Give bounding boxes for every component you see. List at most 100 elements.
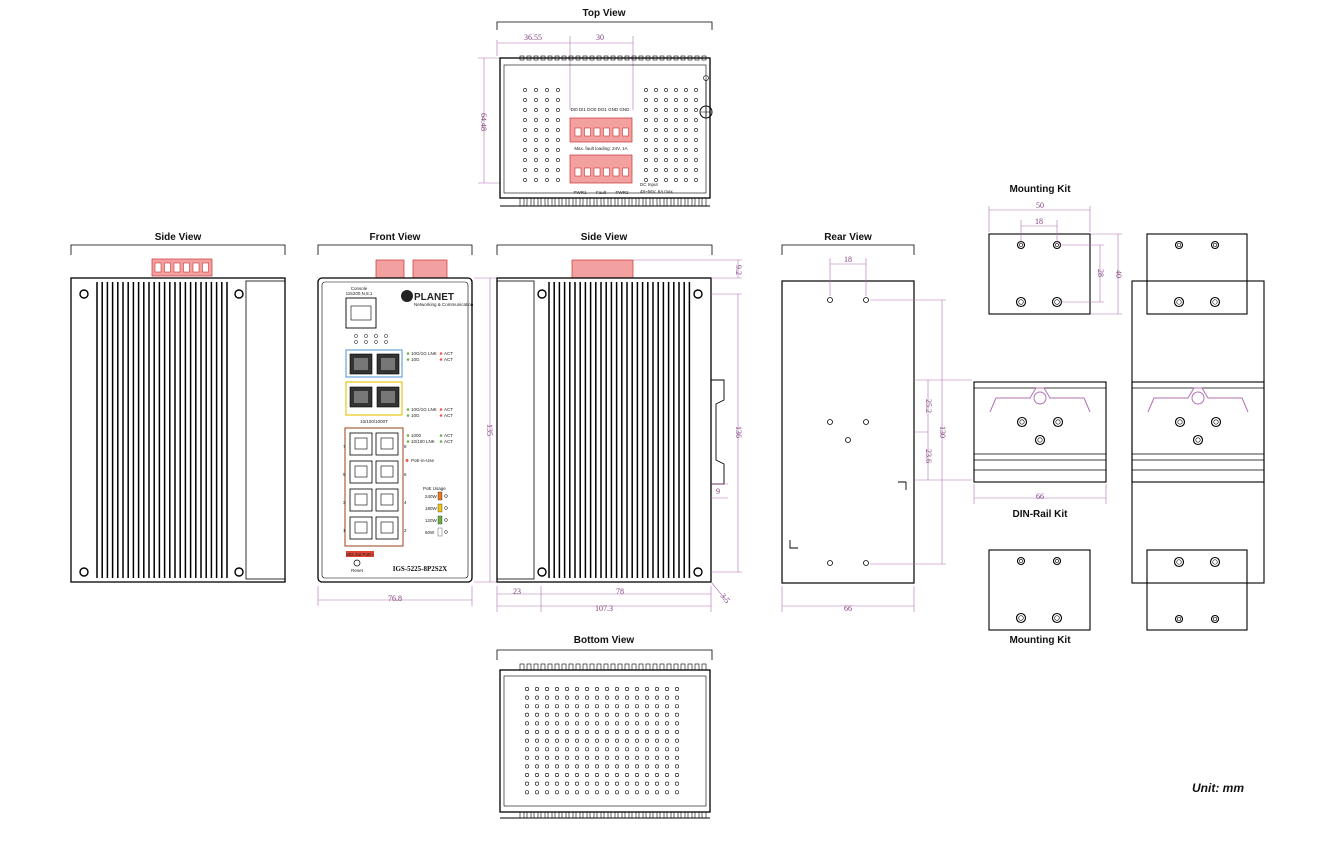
- dim-rear-c: 25.2: [924, 399, 933, 413]
- dim-kit-h2: 40: [1114, 270, 1123, 278]
- top-vent-holes-right: [644, 88, 698, 182]
- dim-rear-d: 23.6: [924, 449, 933, 463]
- svg-text:2: 2: [404, 528, 407, 533]
- side-view-left: Side View: [70, 232, 286, 583]
- svg-text:ACT: ACT: [444, 413, 453, 418]
- terminal-pin-labels: DI0 DI1 DO0 DO1 GND GND: [571, 107, 631, 112]
- sfp-ports-top: [345, 349, 403, 378]
- svg-text:ACT: ACT: [444, 433, 453, 438]
- din-clip-profile: [711, 379, 725, 485]
- brand-sub: Networking & Communication: [414, 302, 474, 307]
- terminal-max-loading: Max. fault loading: 24V, 1A: [574, 146, 627, 151]
- dim-top-b: 30: [596, 33, 604, 42]
- rear-view-title: Rear View: [824, 232, 872, 243]
- poe-badge: [346, 551, 374, 557]
- top-vent-holes-left: [523, 88, 560, 182]
- svg-text:1: 1: [343, 528, 346, 533]
- dim-din-w: 66: [1036, 492, 1044, 501]
- mounting-kit-top: Mounting Kit 50 18 28 40: [988, 184, 1123, 315]
- dim-top-a: 36.55: [524, 33, 542, 42]
- dim-side-c: 107.3: [595, 604, 613, 613]
- svg-text:1000: 1000: [411, 433, 422, 438]
- terminal-power-slots: [574, 167, 629, 177]
- dim-rear-b: 66: [844, 604, 852, 613]
- reset-button: [353, 559, 361, 567]
- svg-text:10/100 LNK: 10/100 LNK: [411, 439, 435, 444]
- dim-front-w: 76.8: [388, 594, 402, 603]
- console-label: Console: [351, 286, 368, 291]
- dim-rear-a: 18: [844, 255, 852, 264]
- bottom-vent-holes: [524, 686, 679, 795]
- rj45-ports: 7 5 3 1 8 6 4 2: [343, 432, 407, 540]
- svg-text:10G: 10G: [411, 357, 420, 362]
- dim-side-r: 9: [716, 487, 720, 496]
- dim-kit-w: 50: [1036, 201, 1044, 210]
- planet-logo-icon: [401, 290, 413, 302]
- status-leds: [354, 334, 388, 344]
- svg-text:8: 8: [404, 444, 407, 449]
- brand-logo: PLANET: [414, 292, 454, 303]
- terminal-pwr1: PWR1: [573, 190, 586, 195]
- terminal-io-slots: [574, 127, 629, 137]
- dim-kit-a: 18: [1035, 217, 1043, 226]
- assembled-mounting: [1131, 233, 1265, 631]
- console-port: [345, 297, 377, 329]
- rear-mount-holes: [827, 297, 869, 566]
- svg-text:ACT: ACT: [444, 407, 453, 412]
- svg-text:6: 6: [404, 472, 407, 477]
- model-name: IGS-5225-8P2S2X: [393, 565, 447, 573]
- svg-text:7: 7: [343, 444, 346, 449]
- reset-label: Reset: [351, 568, 364, 573]
- svg-text:3: 3: [343, 500, 346, 505]
- dim-rear-h: 130: [938, 426, 947, 438]
- side-right-fins: [548, 282, 691, 578]
- sfp-ports-bottom: [345, 381, 403, 416]
- top-view: Top View 36.55 30 64.48 DI0 DI1 DO0 DO1 …: [478, 8, 713, 207]
- svg-text:ACT: ACT: [444, 357, 453, 362]
- side-left-fins: [96, 282, 228, 578]
- svg-text:10G/1G LNK: 10G/1G LNK: [411, 407, 437, 412]
- poe-badge-text: 802.3at PoE+: [346, 552, 374, 557]
- svg-text:ACT: ACT: [444, 351, 453, 356]
- svg-text:PoE-in-Use: PoE-in-Use: [411, 458, 435, 463]
- bottom-view: Bottom View: [496, 635, 713, 819]
- svg-text:240W: 240W: [425, 494, 438, 499]
- svg-text:ACT: ACT: [444, 439, 453, 444]
- din-rail-title: DIN-Rail Kit: [1013, 509, 1069, 520]
- din-rail-kit: 66 DIN-Rail Kit: [973, 381, 1107, 520]
- svg-text:10G/1G LNK: 10G/1G LNK: [411, 351, 437, 356]
- dim-front-h: 135: [485, 424, 494, 436]
- ports-label: 10/100/1000T: [360, 419, 388, 424]
- svg-text:60W: 60W: [425, 530, 435, 535]
- mounting-kit-bottom: Mounting Kit: [988, 549, 1091, 646]
- front-panel: [317, 277, 473, 583]
- terminal-dc-input: DC Input: [640, 182, 659, 187]
- top-view-title: Top View: [583, 8, 626, 19]
- mounting-kit-bottom-title: Mounting Kit: [1009, 635, 1071, 646]
- dim-top-h: 64.48: [479, 113, 488, 131]
- side-view-right: Side View 23 78 107.3 9.2 136 9 3.5: [496, 232, 743, 613]
- poe-usage-label: PoE Usage: [423, 486, 446, 491]
- mounting-kit-top-title: Mounting Kit: [1009, 184, 1071, 195]
- svg-text:4: 4: [404, 500, 407, 505]
- svg-text:180W: 180W: [425, 506, 438, 511]
- dim-side-a: 23: [513, 587, 521, 596]
- svg-text:10G: 10G: [411, 413, 420, 418]
- side-view-right-title: Side View: [581, 232, 628, 243]
- terminal-fault: Fault: [596, 190, 607, 195]
- unit-label: Unit: mm: [1192, 781, 1244, 795]
- terminal-dc-spec: 48~56V, 6A max.: [640, 189, 674, 194]
- svg-text:5: 5: [343, 472, 346, 477]
- dim-kit-h1: 28: [1096, 269, 1105, 277]
- side-view-left-title: Side View: [155, 232, 202, 243]
- terminal-pwr2: PWR2: [615, 190, 628, 195]
- poe-port-block: [344, 427, 404, 547]
- dim-side-t: 9.2: [734, 265, 743, 275]
- dim-side-h: 136: [734, 426, 743, 438]
- front-view-title: Front View: [370, 232, 421, 243]
- bottom-view-title: Bottom View: [574, 635, 635, 646]
- front-view: Front View Console 115200,N,8,1 PLANET N…: [317, 232, 496, 606]
- sfp-cages: [349, 353, 400, 408]
